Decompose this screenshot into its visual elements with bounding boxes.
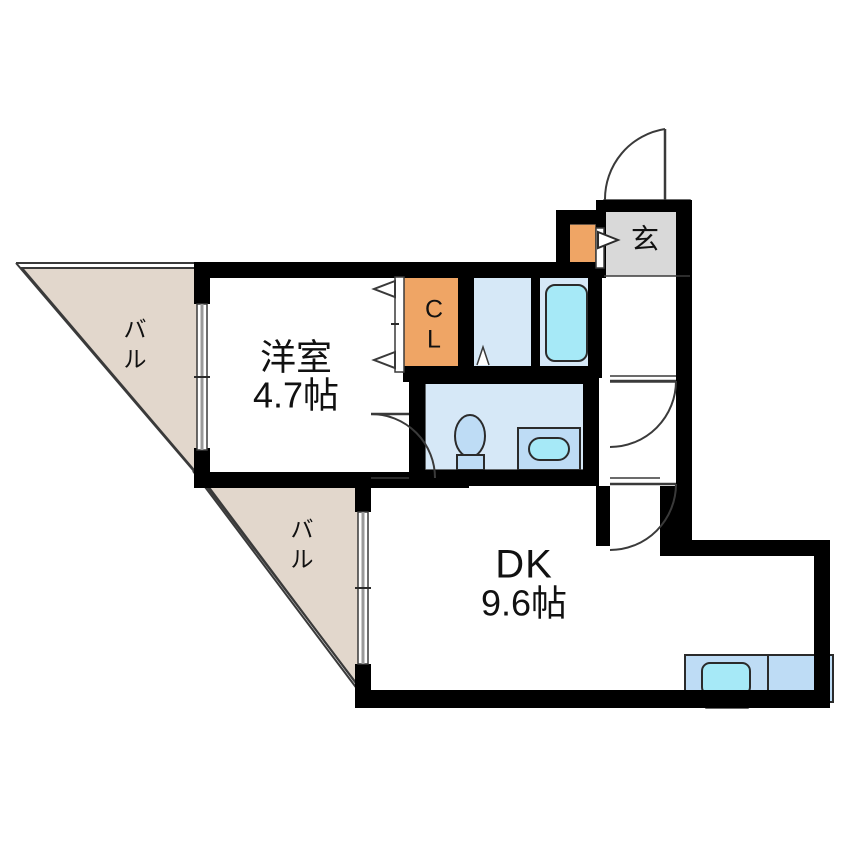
balcony-lower-rail-diagonal	[198, 475, 370, 701]
toilet-bowl	[454, 414, 486, 458]
dk-name-label: DK	[495, 543, 553, 587]
wall-dk-bottom	[355, 690, 830, 708]
wall-bath-top	[472, 262, 602, 278]
washing-machine-marker	[476, 344, 490, 366]
balcony-lower-label-line1: バ	[291, 516, 314, 542]
wall-entrance-top	[596, 200, 692, 212]
closet-fold-arrow-top	[371, 279, 396, 299]
wall-entrance-left	[556, 210, 570, 278]
dk-size-label: 9.6帖	[481, 583, 567, 624]
wall-far-right	[814, 540, 830, 708]
closet-fixture	[402, 276, 466, 373]
bedroom-door-swing-arc	[370, 413, 436, 479]
wall-corridor-right	[660, 486, 676, 556]
dk-window[interactable]	[355, 511, 371, 665]
washbasin-bowl	[528, 437, 570, 461]
wall-bath-bottom	[472, 366, 602, 378]
dk-door[interactable]	[609, 482, 677, 551]
wall-bedroom-bottom	[194, 472, 369, 488]
shoe-box-door[interactable]	[595, 227, 621, 269]
wall-dk-left-upper	[355, 488, 371, 512]
wall-dk-top-left	[355, 472, 469, 488]
dk-door-swing-arc	[609, 483, 677, 551]
wall-bedroom-left-upper	[194, 262, 210, 304]
balcony-upper-label-line2: ル	[124, 346, 147, 372]
walls	[194, 200, 830, 708]
wall-entrance-left-top	[556, 210, 604, 224]
bedroom-door[interactable]	[370, 412, 436, 479]
closet-label-line1: C	[425, 296, 443, 324]
balcony-upper-rail-diagonal	[15, 262, 206, 485]
wall-dk-right-upper	[596, 486, 610, 546]
wall-closet-top-tick	[458, 262, 474, 278]
wall-toilet-right	[583, 370, 599, 486]
wall-closet-right	[458, 278, 474, 368]
bathtub	[545, 284, 588, 362]
closet-fold-arrow-bottom	[371, 350, 396, 370]
closet-door[interactable]	[371, 276, 405, 373]
wall-toilet-left	[409, 382, 425, 488]
entrance-floor	[604, 208, 690, 276]
wall-bath-divider	[531, 278, 540, 370]
balcony-lower-label-line2: ル	[291, 546, 314, 572]
bedroom-window[interactable]	[194, 303, 210, 451]
wall-bath-right	[588, 270, 602, 376]
shoe-box-open-arrow	[597, 230, 621, 250]
toilet-tank	[456, 454, 485, 471]
closet-label-line2: L	[427, 326, 441, 354]
corridor-door[interactable]	[609, 379, 677, 448]
entrance-label: 玄	[631, 223, 659, 254]
corridor-door-swing-arc	[609, 380, 677, 448]
balcony-upper-label-line1: バ	[124, 316, 147, 342]
wall-right-step	[676, 540, 830, 556]
entry-door[interactable]	[603, 128, 667, 201]
bedroom-name-label: 洋室	[260, 337, 332, 378]
bedroom-size-label: 4.7帖	[253, 375, 339, 416]
balcony-lower-rail-diagonal-2	[192, 470, 365, 699]
wall-right-upper	[676, 200, 692, 556]
entry-door-swing-arc	[603, 128, 666, 201]
